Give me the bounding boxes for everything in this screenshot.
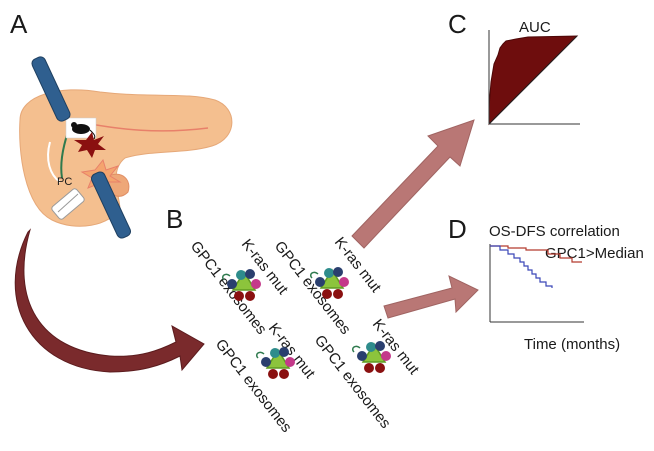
exosome-cluster-1: [221, 269, 261, 301]
survival-x-label: Time (months): [524, 336, 620, 353]
mouse-badge: [65, 117, 97, 140]
survival-plot: [489, 244, 584, 323]
curved-arrow-a-to-b: [14, 228, 205, 373]
roc-diagonal: [488, 35, 578, 125]
lesion-burst: [74, 132, 106, 158]
arrow-b-to-d: [383, 275, 479, 319]
panel-a-letter: A: [10, 9, 28, 39]
stent-device: [51, 188, 85, 220]
exosome-cluster-2: [309, 267, 349, 299]
exosome-cluster-3: [255, 347, 295, 379]
survival-curve-high: [490, 245, 582, 263]
survival-curve-low: [490, 245, 553, 288]
roc-plot: [488, 30, 580, 126]
pancreas-illustration: PC: [19, 56, 233, 239]
survival-title: OS-DFS correlation: [489, 223, 620, 240]
panel-c-letter: C: [448, 9, 467, 39]
tumor-label: PC: [57, 176, 72, 188]
endoscopic-probe-lower: [91, 171, 131, 239]
bile-duct-white: [47, 141, 61, 183]
panel-b-letter: B: [166, 204, 183, 234]
pancreas-body: [19, 89, 233, 227]
auc-title: AUC: [519, 19, 551, 36]
panel-d-letter: D: [448, 214, 467, 244]
exosome-cluster-4: [351, 341, 391, 373]
endoscopic-probe-upper: [31, 56, 71, 122]
exosome-group-3: GPC1 exosomes K-ras mut: [212, 320, 319, 436]
arrow-b-to-c: [351, 119, 475, 249]
exosome-group-4: GPC1 exosomes K-ras mut: [311, 316, 423, 432]
